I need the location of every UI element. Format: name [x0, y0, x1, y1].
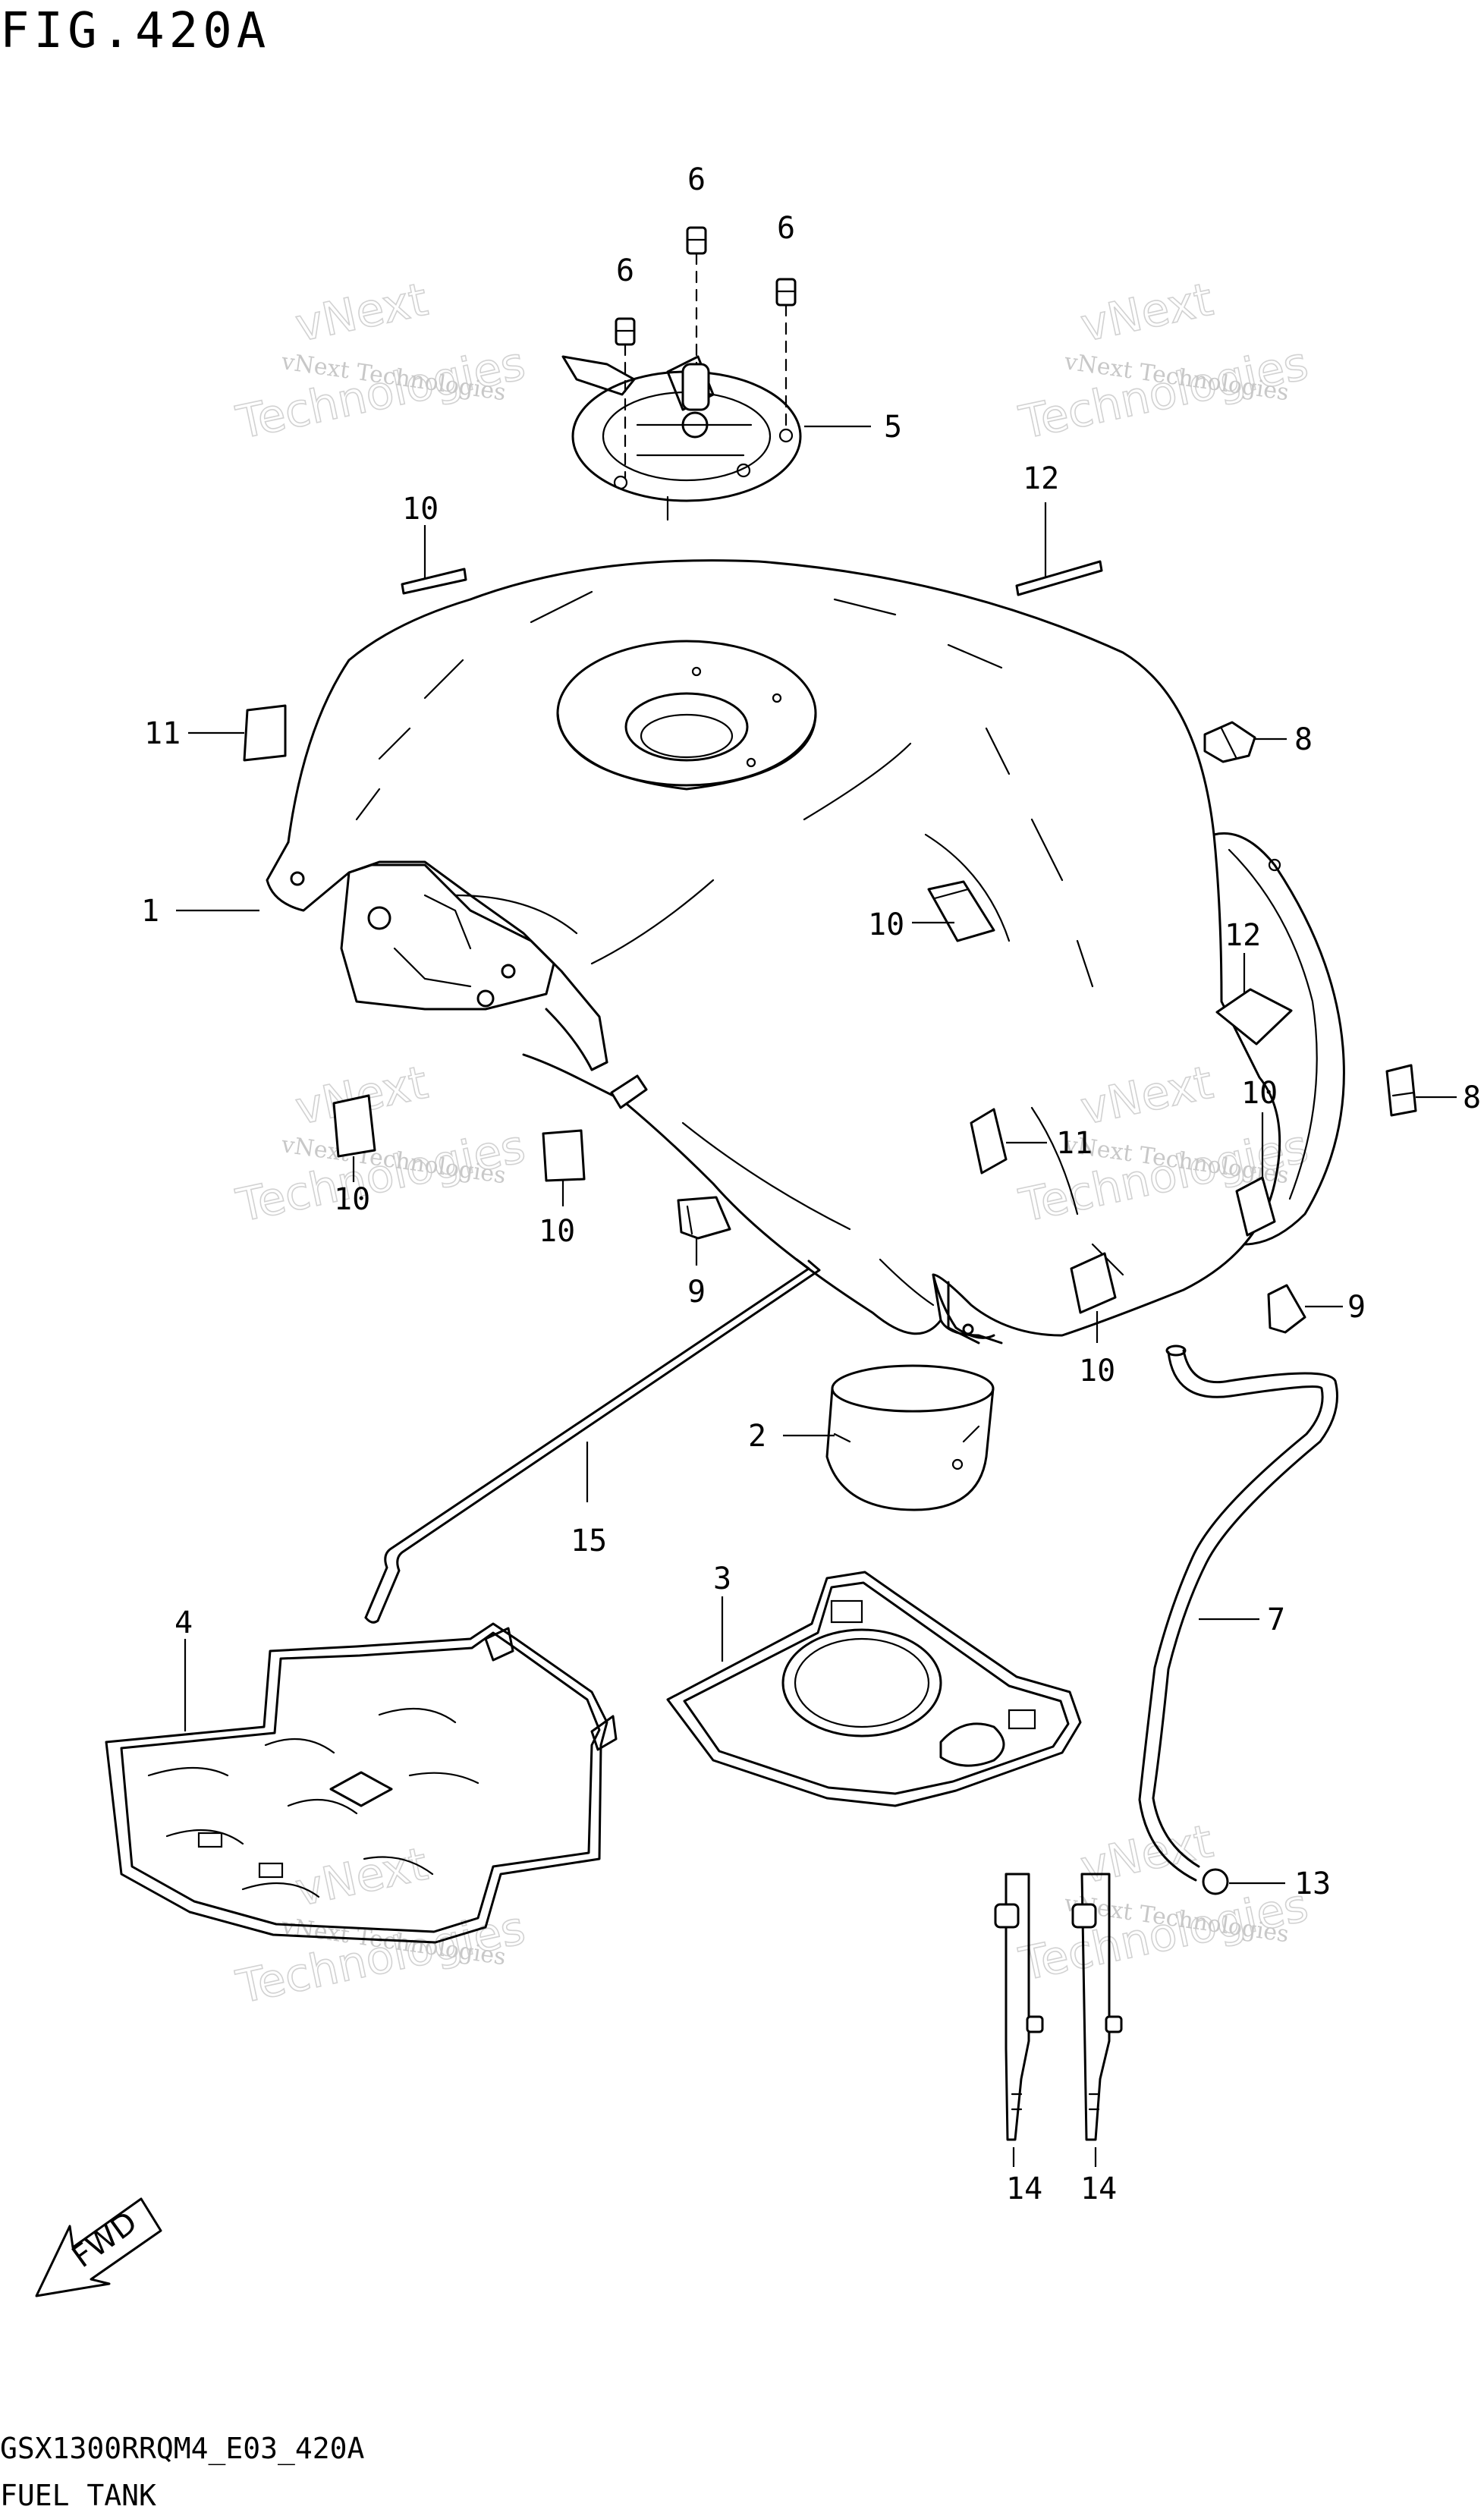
bracket-part-14-right	[1071, 1873, 1123, 2141]
callout-8b: 8	[1463, 1080, 1481, 1115]
pad-part-10-lower-right	[1070, 1252, 1117, 1314]
pad-part-12-top	[1015, 560, 1103, 596]
callout-3: 3	[713, 1561, 731, 1596]
svg-text:vNext: vNext	[291, 273, 432, 353]
fuel-tank-part-1	[266, 559, 1345, 1344]
callout-14b: 14	[1080, 2171, 1117, 2206]
callout-6a: 6	[687, 162, 706, 197]
callout-10c: 10	[1241, 1076, 1278, 1111]
watermark-top-right: Technologies vNext vNext Technologies	[1014, 272, 1313, 451]
tray-part-4	[105, 1622, 618, 1944]
cushion-part-9-right	[1267, 1284, 1306, 1334]
gasket-part-3	[666, 1571, 1082, 1807]
callout-9a: 9	[687, 1275, 706, 1310]
model-code: GSX1300RRQM4_E03_420A	[0, 2432, 365, 2466]
bolt-part-6	[615, 226, 797, 480]
callout-10a: 10	[402, 492, 439, 527]
watermark-bottom-right: Technologies vNext vNext Technologies	[1014, 1814, 1313, 1992]
svg-text:vNext: vNext	[291, 1838, 432, 1917]
callout-4: 4	[174, 1605, 193, 1640]
callout-2: 2	[748, 1419, 766, 1454]
section-name: FUEL TANK	[0, 2479, 156, 2512]
callout-12a: 12	[1023, 461, 1059, 496]
pad-part-12-right	[1215, 988, 1293, 1046]
clip-part-8-right	[1385, 1064, 1417, 1117]
callout-1: 1	[141, 894, 159, 929]
fwd-label: FWD	[66, 2205, 144, 2275]
fuel-cap-part-5	[561, 355, 802, 521]
band-part-2	[825, 1364, 995, 1511]
pad-part-11-left	[243, 704, 287, 762]
svg-text:vNext: vNext	[1077, 273, 1218, 353]
watermark-mid-left: Technologies vNext vNext Technologies	[231, 1055, 530, 1234]
callout-10b: 10	[868, 907, 904, 942]
pad-part-10-top	[401, 568, 467, 595]
pad-part-10-lower-left	[332, 1094, 376, 1158]
fwd-arrow: FWD	[35, 2197, 162, 2297]
watermark-top-left: Technologies vNext vNext Technologies	[231, 272, 530, 451]
pad-part-10-lower-mid	[542, 1129, 586, 1182]
callout-13: 13	[1294, 1866, 1331, 1901]
cushion-part-9-left	[677, 1196, 731, 1240]
callout-11a: 11	[144, 716, 181, 751]
callout-12b: 12	[1225, 918, 1261, 953]
callout-9b: 9	[1347, 1290, 1366, 1325]
bracket-part-14-left	[994, 1873, 1044, 2141]
callout-15: 15	[571, 1524, 607, 1558]
callout-10d: 10	[334, 1182, 370, 1217]
callout-5: 5	[884, 410, 902, 445]
cap-part-13	[1202, 1868, 1229, 1895]
callout-10f: 10	[1079, 1354, 1115, 1388]
pad-part-10-center	[927, 880, 995, 942]
callout-7: 7	[1267, 1602, 1285, 1637]
figure-title: FIG.420A	[0, 3, 270, 59]
svg-text:vNext: vNext	[1077, 1056, 1218, 1136]
pad-part-11-center	[970, 1108, 1008, 1175]
callout-10e: 10	[539, 1214, 575, 1249]
clip-part-8-upper	[1203, 721, 1256, 763]
callout-11b: 11	[1056, 1126, 1093, 1161]
rod-part-15	[364, 1258, 821, 1624]
callout-6b: 6	[777, 211, 795, 246]
pad-part-10-right	[1235, 1176, 1276, 1237]
callout-8a: 8	[1294, 722, 1313, 757]
callout-6c: 6	[616, 253, 634, 288]
callout-14a: 14	[1006, 2171, 1042, 2206]
hose-part-7	[1138, 1344, 1338, 1882]
